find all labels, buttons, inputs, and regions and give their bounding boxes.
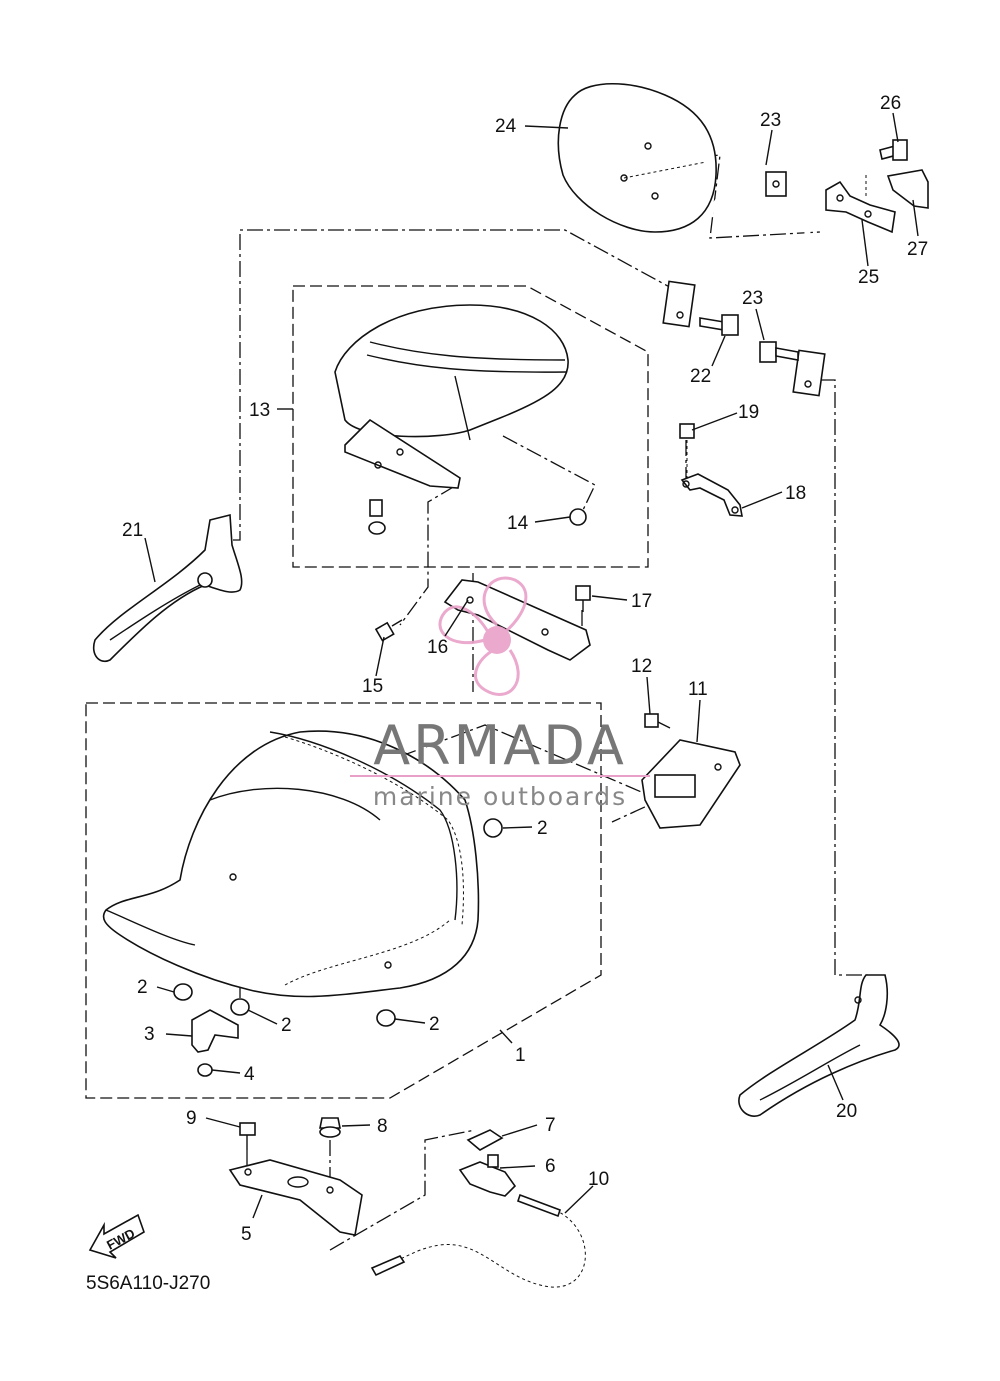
connector-line-21-22 bbox=[233, 229, 676, 541]
armada-watermark: ARMADA marine outboards bbox=[350, 576, 650, 811]
part-label-15: 15 bbox=[362, 676, 383, 697]
nut-4 bbox=[197, 1063, 213, 1077]
part-label-5: 5 bbox=[241, 1224, 252, 1245]
rear-pillion-seat bbox=[334, 304, 569, 489]
part-label-4: 4 bbox=[244, 1064, 255, 1085]
grab-rail-left bbox=[92, 513, 243, 662]
seat-stay bbox=[680, 473, 743, 517]
main-seat-group-outline bbox=[85, 702, 602, 1099]
bolt-23-left bbox=[699, 314, 739, 336]
bolt-17 bbox=[575, 585, 591, 612]
watermark-brand: ARMADA bbox=[373, 714, 627, 777]
part-label-23b: 22 bbox=[690, 366, 711, 387]
bolt-15 bbox=[374, 619, 403, 642]
part-label-11: 11 bbox=[688, 679, 708, 700]
damper-2c bbox=[230, 998, 250, 1016]
part-label-27: 27 bbox=[907, 239, 928, 260]
part-label-25: 25 bbox=[858, 267, 879, 288]
damper-14 bbox=[569, 508, 587, 526]
part-label-22: 23 bbox=[760, 110, 781, 131]
cable-10 bbox=[370, 1193, 586, 1288]
part-label-23a: 23 bbox=[742, 288, 763, 309]
connector-line-22-20 bbox=[820, 379, 868, 976]
connector-line-13-14 bbox=[502, 435, 596, 511]
forward-arrow-label: FWD bbox=[104, 1226, 137, 1253]
bracket-bolt bbox=[865, 139, 908, 196]
part-label-26: 26 bbox=[880, 93, 901, 114]
part-label-10: 10 bbox=[588, 1169, 609, 1190]
part-label-20: 20 bbox=[836, 1101, 857, 1122]
part-label-2a: 2 bbox=[537, 818, 548, 839]
bolt-12 bbox=[644, 713, 671, 729]
stay-bolt bbox=[679, 423, 695, 478]
part-label-19: 19 bbox=[738, 402, 759, 423]
part-label-18: 18 bbox=[785, 483, 806, 504]
seat-plate-5 bbox=[228, 1159, 363, 1236]
rear-seat-nut bbox=[368, 499, 386, 535]
part-label-7: 7 bbox=[545, 1115, 556, 1136]
backrest-pad bbox=[557, 82, 717, 233]
lock-assembly-6 bbox=[458, 1154, 517, 1197]
bracket-cap bbox=[886, 169, 929, 209]
part-label-2c: 2 bbox=[281, 1015, 292, 1036]
connector-line-5-10 bbox=[329, 1129, 476, 1251]
nut-8 bbox=[319, 1117, 341, 1138]
part-labels: 24 23 26 27 25 23 22 19 18 13 14 21 17 1… bbox=[122, 93, 928, 1245]
main-rider-seat bbox=[102, 730, 480, 998]
damper-2b bbox=[173, 983, 193, 1001]
backrest-frame bbox=[662, 156, 826, 397]
connector-line-13-15 bbox=[399, 485, 456, 626]
part-label-8: 8 bbox=[377, 1116, 388, 1137]
part-label-2b: 2 bbox=[137, 977, 148, 998]
rear-seat-group-outline bbox=[292, 285, 649, 568]
forward-direction-arrow: FWD bbox=[88, 1213, 145, 1259]
grab-rail-right bbox=[738, 974, 900, 1117]
part-label-24: 24 bbox=[495, 116, 517, 137]
frame-bracket bbox=[825, 180, 896, 234]
damper-2d bbox=[376, 1009, 396, 1027]
part-label-17: 17 bbox=[631, 591, 652, 612]
leader-lines bbox=[144, 112, 919, 1219]
damper-2a bbox=[483, 818, 503, 838]
part-label-1: 1 bbox=[515, 1045, 526, 1066]
part-label-3: 3 bbox=[144, 1024, 155, 1045]
propeller-logo bbox=[438, 576, 528, 696]
part-label-14: 14 bbox=[507, 513, 529, 534]
seat-hook-3 bbox=[191, 1009, 239, 1053]
part-label-6: 6 bbox=[545, 1156, 556, 1177]
diagram-code: 5S6A110-J270 bbox=[86, 1273, 210, 1294]
watermark-tagline: marine outboards bbox=[373, 782, 627, 811]
seat-lock-11 bbox=[641, 739, 741, 829]
bolt-23-right bbox=[759, 341, 799, 363]
part-label-9: 9 bbox=[186, 1108, 197, 1129]
bolt-9 bbox=[239, 1122, 256, 1150]
part-label-2d: 2 bbox=[429, 1014, 440, 1035]
part-label-12: 12 bbox=[631, 656, 652, 677]
connector-line-1-11 bbox=[349, 724, 662, 823]
part-label-13: 13 bbox=[249, 400, 270, 421]
part-label-21: 21 bbox=[122, 520, 143, 541]
part-label-16: 16 bbox=[427, 637, 448, 658]
plate-7 bbox=[466, 1129, 504, 1151]
